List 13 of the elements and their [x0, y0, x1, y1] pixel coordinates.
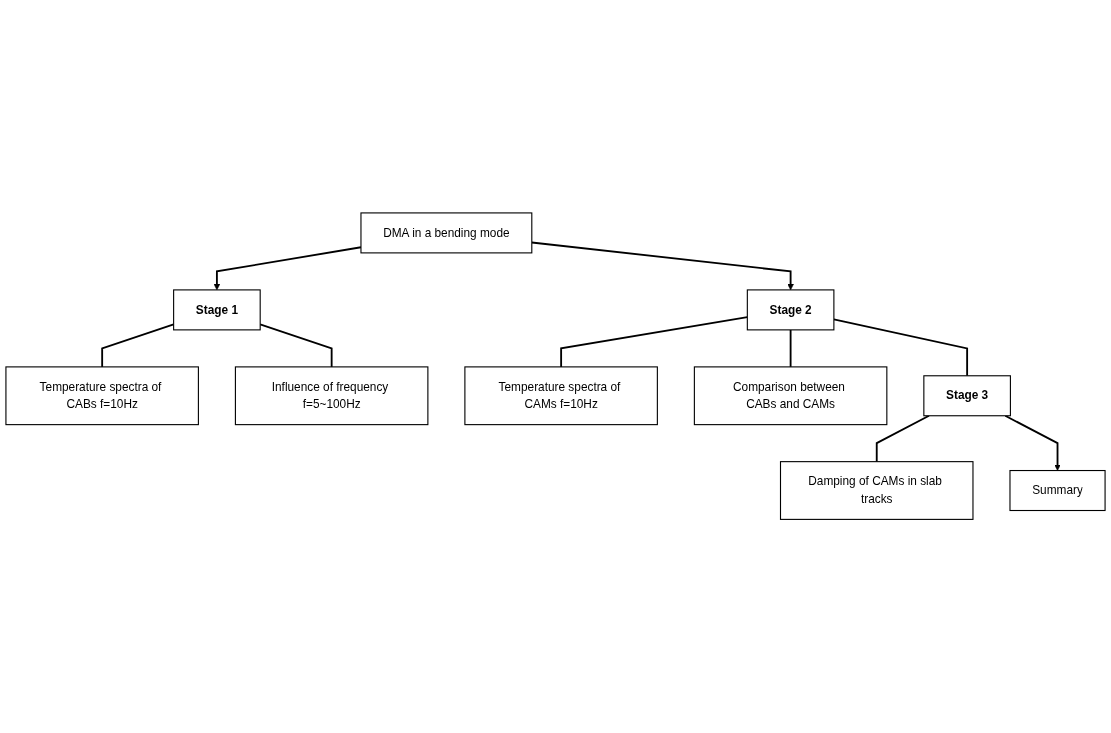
connector [875, 415, 930, 463]
node-box: Summary [1009, 470, 1106, 512]
node-box: Temperature spectra of CAMs f=10Hz [464, 366, 658, 426]
node-box: Stage 1 [173, 289, 261, 331]
node-box: Stage 2 [746, 289, 835, 331]
node-box: Damping of CAMs in slab tracks [779, 461, 974, 521]
connector [789, 329, 792, 369]
node-box: Influence of frequency f=5~100Hz [234, 366, 429, 426]
arrow [1004, 415, 1061, 472]
node-box: Stage 3 [923, 375, 1011, 417]
node-box: DMA in a bending mode [360, 212, 533, 254]
node-box: Temperature spectra of CABs f=10Hz [5, 366, 199, 426]
node-box: Comparison between CABs and CAMs [693, 366, 888, 426]
